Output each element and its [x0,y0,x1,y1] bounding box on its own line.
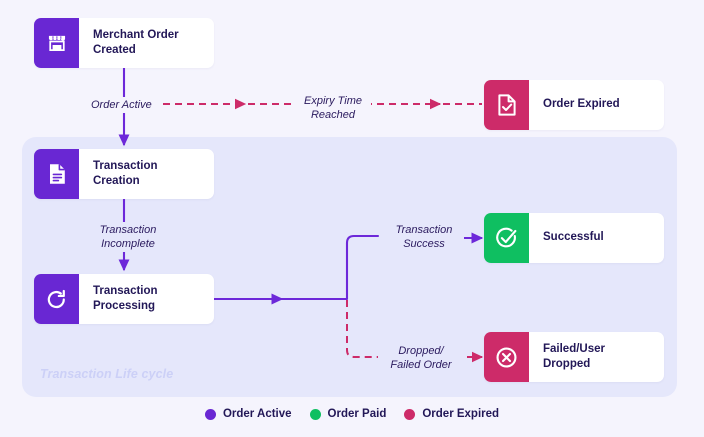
node-label: Order Expired [543,98,620,111]
legend: Order Active Order Paid Order Expired [0,408,704,420]
edge-label-transaction-incomplete: Transaction Incomplete [86,222,170,253]
node-successful[interactable]: Successful [484,213,664,263]
node-transaction-creation[interactable]: Transaction Creation [34,149,214,199]
legend-label: Order Paid [327,408,387,420]
edge-label-expiry-time-reached: Expiry Time Reached [295,93,371,124]
node-failed-user-dropped[interactable]: Failed/User Dropped [484,332,664,382]
legend-dot-icon [309,408,321,420]
legend-label: Order Expired [422,408,500,420]
legend-item-order-expired: Order Expired [404,408,499,420]
node-label: Transaction Processing [93,284,158,312]
node-label: Failed/User Dropped [543,342,605,370]
storefront-icon [34,18,79,68]
node-label: Merchant Order Created [93,28,179,56]
node-order-expired[interactable]: Order Expired [484,80,664,130]
refresh-icon [34,274,79,324]
panel-label: Transaction Life cycle [40,367,174,381]
edge-label-order-active: Order Active [88,97,155,114]
edge-label-dropped-failed-order: Dropped/ Failed Order [378,343,464,374]
legend-dot-icon [204,408,216,420]
node-label: Successful [543,231,604,244]
edge-label-transaction-success: Transaction Success [384,222,464,253]
node-label: Transaction Creation [93,159,158,187]
legend-dot-icon [404,408,416,420]
node-merchant-order-created[interactable]: Merchant Order Created [34,18,214,68]
legend-item-order-active: Order Active [204,408,292,420]
node-transaction-processing[interactable]: Transaction Processing [34,274,214,324]
x-circle-icon [484,332,529,382]
document-lines-icon [34,149,79,199]
document-check-icon [484,80,529,130]
legend-item-order-paid: Order Paid [309,408,387,420]
legend-label: Order Active [222,408,292,420]
check-circle-icon [484,213,529,263]
